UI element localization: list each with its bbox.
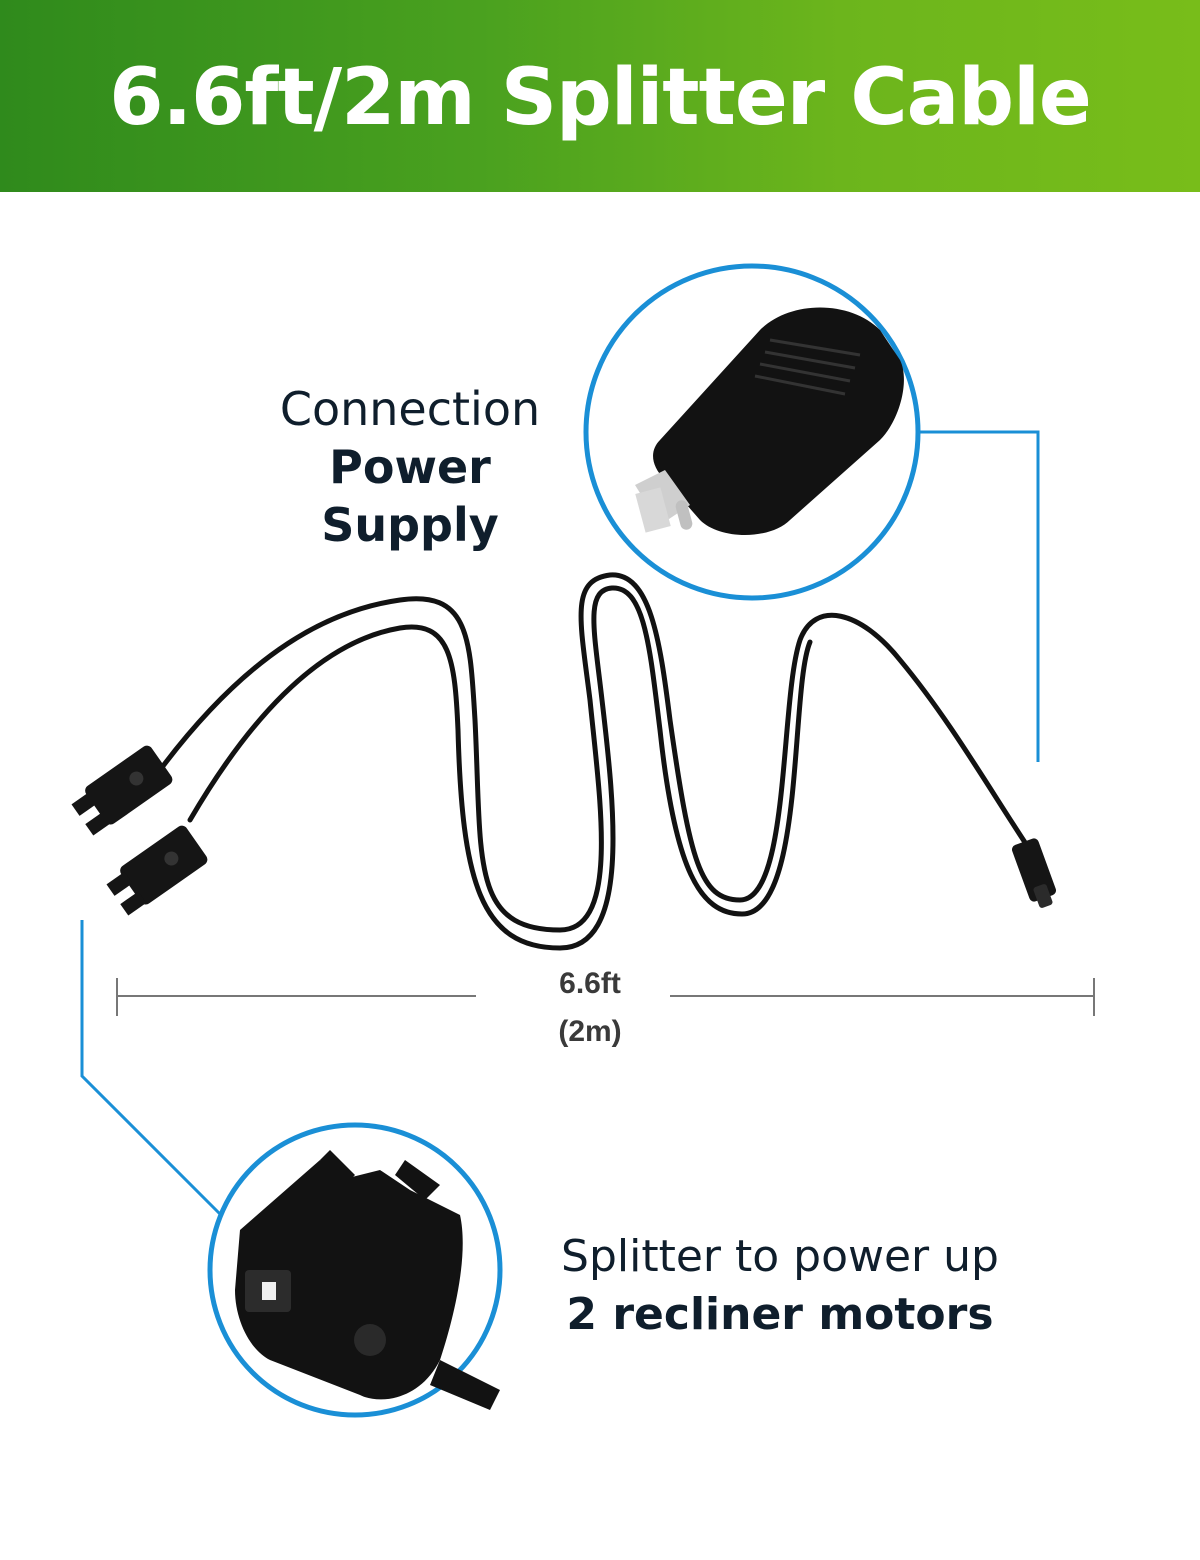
power-supply-label: Connection Power Supply <box>240 380 580 554</box>
power-plug-callout <box>583 263 921 601</box>
splitter-label: Splitter to power up 2 recliner motors <box>540 1228 1020 1344</box>
callout-leader-lines <box>80 430 1040 1218</box>
recliner-connector-icon <box>235 1150 500 1410</box>
power-label-line1: Connection <box>279 382 541 436</box>
splitter-label-line2: 2 recliner motors <box>566 1289 994 1340</box>
page-title: 6.6ft/2m Splitter Cable <box>109 53 1092 143</box>
cable-end-plug <box>1011 838 1057 908</box>
cable-length-label: 6.6ft (2m) <box>460 960 720 1056</box>
measurement-line <box>116 978 1095 1016</box>
splitter-connector-callout <box>207 1122 503 1418</box>
header-banner: 6.6ft/2m Splitter Cable <box>0 0 1200 192</box>
power-plug-icon <box>635 307 904 535</box>
small-splitter-connectors <box>71 745 208 916</box>
splitter-label-line1: Splitter to power up <box>561 1231 999 1282</box>
power-label-line2: Power Supply <box>321 440 499 552</box>
length-meters: (2m) <box>558 1015 622 1048</box>
cable <box>157 572 1033 951</box>
length-feet: 6.6ft <box>559 967 621 1000</box>
